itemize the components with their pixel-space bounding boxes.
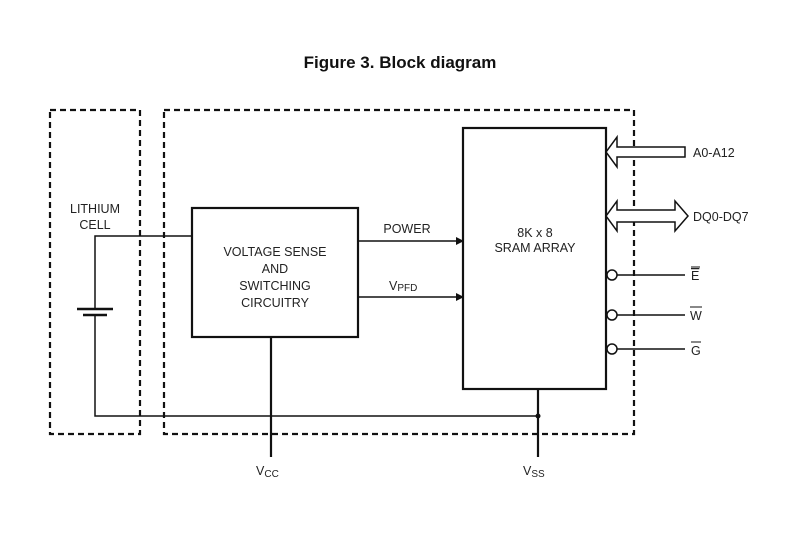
output-enable-line — [606, 343, 685, 355]
voltage-sense-line1: VOLTAGE SENSE — [223, 245, 326, 259]
data-bus-label: DQ0-DQ7 — [693, 210, 749, 224]
address-bus-label: A0-A12 — [693, 146, 735, 160]
junction-dot-icon — [535, 413, 541, 419]
power-arrowhead-icon — [456, 237, 464, 245]
inversion-bubble-icon — [606, 309, 618, 321]
vss-label: VSS — [523, 464, 545, 480]
inversion-bubble-icon — [606, 343, 618, 355]
write-enable-label: W — [690, 309, 702, 323]
chip-enable-line — [606, 269, 685, 281]
vcc-label: VCC — [256, 464, 279, 480]
inversion-bubble-icon — [606, 269, 618, 281]
chip-enable-label: E — [691, 269, 699, 283]
power-label: POWER — [383, 222, 430, 236]
address-bus-arrow-icon — [605, 134, 686, 170]
lithium-label-line1: LITHIUM — [70, 202, 120, 216]
sram-array-block — [461, 126, 608, 391]
sram-line2: SRAM ARRAY — [494, 241, 576, 255]
lithium-label-line2: CELL — [79, 218, 110, 232]
vpfd-label: VPFD — [389, 279, 417, 294]
data-bus-arrow-icon — [605, 198, 689, 234]
lithium-cell-enclosure — [48, 108, 142, 436]
voltage-sense-block — [190, 206, 360, 339]
voltage-sense-line3: SWITCHING — [239, 279, 311, 293]
write-enable-line — [606, 309, 685, 321]
voltage-sense-line2: AND — [262, 262, 288, 276]
voltage-sense-line4: CIRCUITRY — [241, 296, 309, 310]
vpfd-arrowhead-icon — [456, 293, 464, 301]
module-enclosure — [162, 108, 636, 436]
battery-symbol-icon — [77, 235, 538, 417]
output-enable-label: G — [691, 344, 701, 358]
figure-title: Figure 3. Block diagram — [304, 53, 497, 72]
sram-line1: 8K x 8 — [517, 226, 552, 240]
